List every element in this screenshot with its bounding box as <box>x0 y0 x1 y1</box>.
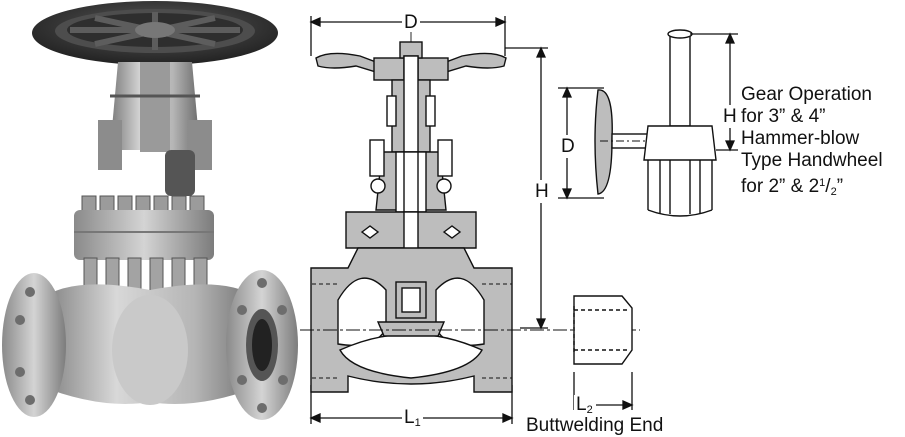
dimension-l2-letter: L <box>576 394 587 415</box>
dimension-d-gear-label: D <box>560 135 576 158</box>
dimension-h-gear-label: H <box>722 105 738 128</box>
note-line-3: Hammer-blow <box>741 128 860 149</box>
dimension-h-label: H <box>534 180 550 203</box>
dimension-d-label: D <box>402 12 420 33</box>
dimension-l2-label: L2 <box>574 395 595 416</box>
dimension-l1-label: L1 <box>402 408 423 429</box>
valve-photo <box>2 1 298 420</box>
note-fraction-slash: / <box>825 176 831 197</box>
buttwelding-end-caption: Buttwelding End <box>526 415 664 436</box>
note-line-2: for 3” & 4” <box>741 106 826 127</box>
note-fraction-numerator: 1 <box>819 177 826 189</box>
note-fraction-denominator: 2 <box>830 186 837 198</box>
gear-operation-note: Gear Operation for 3” & 4” Hammer-blow T… <box>741 84 883 203</box>
note-line-4: Type Handwheel <box>741 150 883 171</box>
dimension-l2-subscript: 2 <box>586 404 593 416</box>
note-line-5-suffix: ” <box>836 176 844 197</box>
note-line-5-prefix: for 2” & 2 <box>741 176 820 197</box>
note-line-5: for 2” & 21/2” <box>741 172 883 203</box>
note-line-1: Gear Operation <box>741 84 872 105</box>
dimension-l1-subscript: 1 <box>414 417 421 429</box>
dimension-l1-letter: L <box>404 407 415 428</box>
